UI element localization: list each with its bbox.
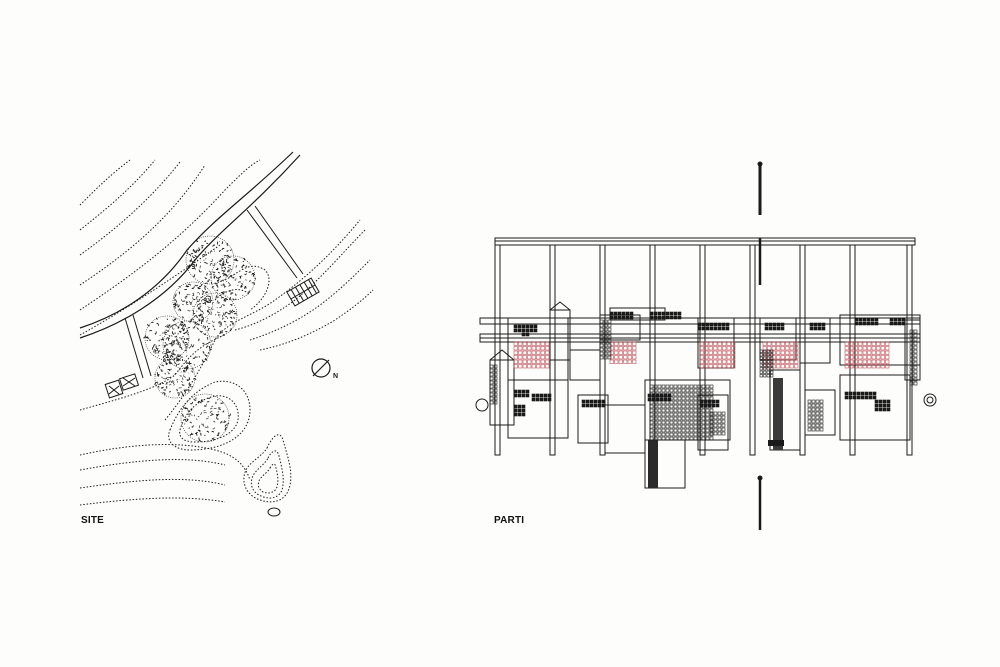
- contour-lines: [79, 159, 374, 506]
- parti-svg: [475, 161, 937, 530]
- pavilion-structure: [286, 277, 320, 307]
- house-footprint: [104, 373, 140, 399]
- end-markers: [475, 393, 937, 412]
- driveway: [124, 314, 152, 379]
- pond-center: [267, 507, 281, 517]
- footpath: [246, 205, 304, 279]
- north-arrow-icon: [311, 358, 331, 378]
- north-label: N: [333, 373, 338, 380]
- site-plan-drawing: N: [75, 150, 375, 520]
- site-caption: SITE: [81, 515, 105, 526]
- tree-canopies: [143, 235, 256, 443]
- parti-drawing: [470, 150, 940, 540]
- site-plan-svg: N: [79, 151, 374, 517]
- parti-caption: PARTI: [494, 515, 525, 526]
- window-grids: [489, 311, 918, 441]
- roof-beam: [494, 237, 916, 246]
- access-road: [79, 151, 301, 339]
- dark-elements: [648, 378, 784, 488]
- central-axis: [757, 161, 763, 530]
